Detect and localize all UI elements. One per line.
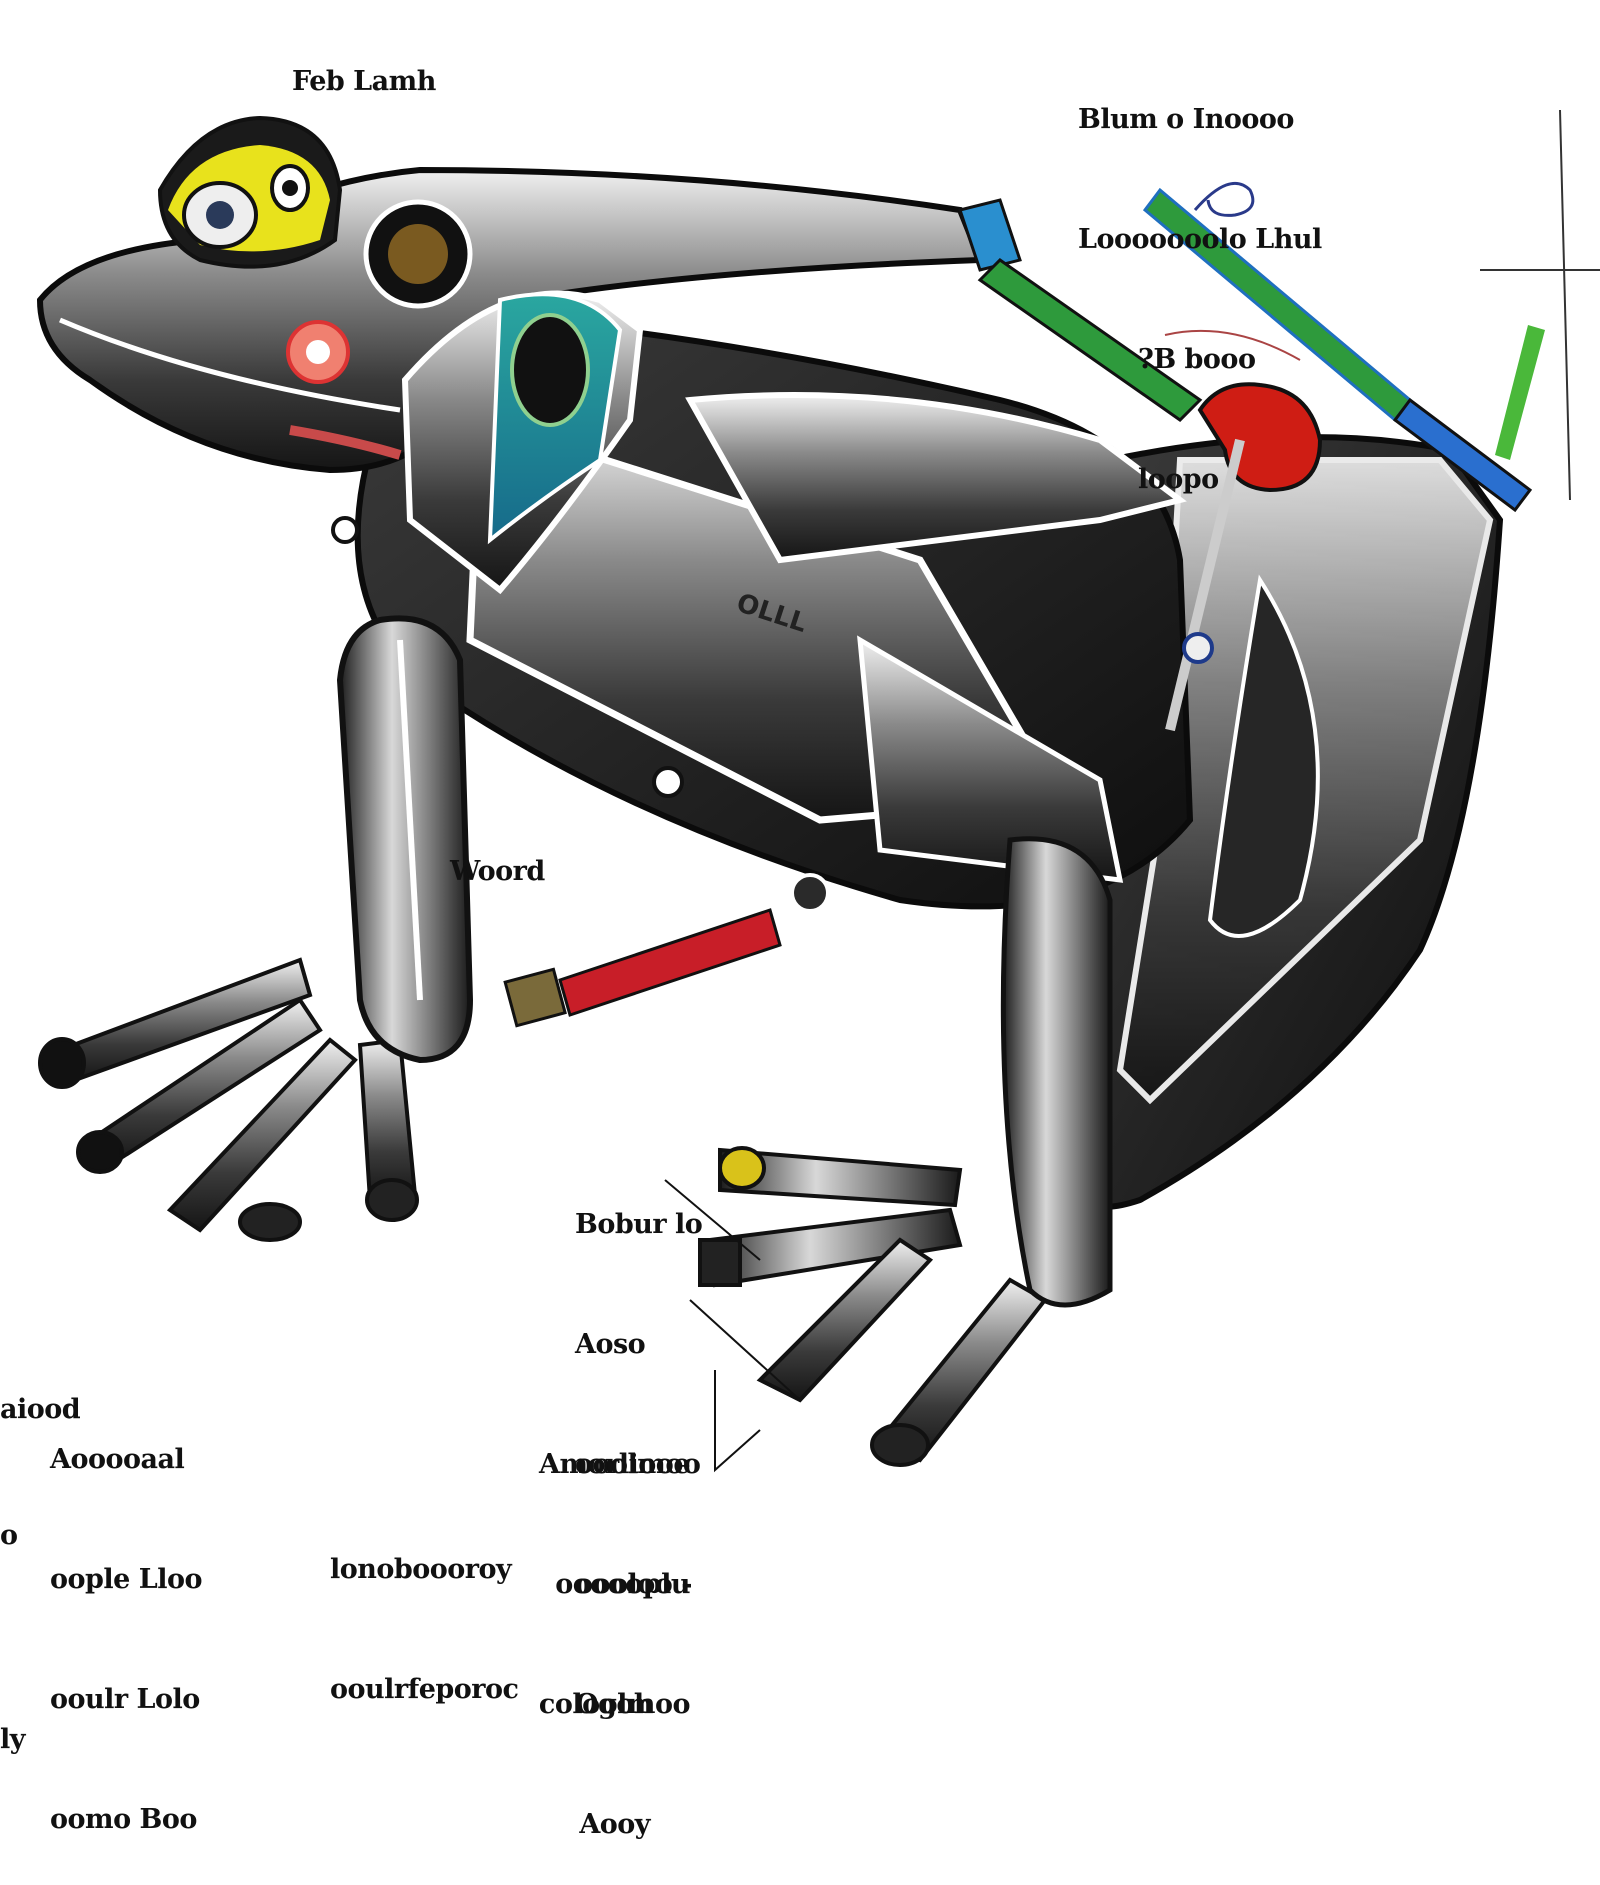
label-line: ooulr Lolo [50, 1684, 200, 1715]
hind-foot-toes [698, 1146, 1048, 1467]
label-line: loopo [1138, 464, 1219, 495]
frog-illustration: OLLL [36, 109, 1600, 1473]
label-line: o [0, 1520, 18, 1551]
frog-head [36, 115, 985, 544]
label-line: aiood [0, 1394, 81, 1425]
label-middle: Woord [450, 856, 545, 887]
label-top-right: Blum o Inoooo Looooooolo Lhul ?B booo lo… [1078, 20, 1322, 540]
label-line: Aoso [575, 1329, 646, 1360]
label-line: lonoboooroy [330, 1554, 512, 1585]
label-line: oomo Boo [50, 1804, 197, 1835]
label-line: Bobur lo [575, 1209, 703, 1240]
callout-lines [664, 1179, 801, 1473]
label-line: coloolmoo [538, 1689, 691, 1720]
teal-panel [401, 290, 644, 595]
frog-diagram: OLLL [0, 20, 1600, 1840]
label-line: Aooooaal [50, 1444, 185, 1475]
label-line: oople Lloo [50, 1564, 203, 1595]
label-lower-center: Amorliooe oooooplu coloolmoo Aooy [500, 1365, 691, 1885]
label-line: Looooooolo Lhul [1078, 224, 1322, 255]
label-line: oooooplu [555, 1569, 690, 1600]
label-line: Amorliooe [539, 1449, 690, 1480]
front-foot-toes [38, 957, 419, 1242]
upper-rods [958, 109, 1600, 513]
label-bottom-left: Aooooaal oople Lloo ooulr Lolo oomo Boo [50, 1360, 203, 1880]
red-rod [503, 908, 782, 1028]
thigh [1000, 836, 1113, 1308]
red-ball [1165, 382, 1323, 732]
label-head: Feb Lamh [292, 66, 436, 97]
label-line: oooloo - [575, 1569, 692, 1600]
label-line: ooulrfeporoc [330, 1674, 519, 1705]
label-line: Aooy [579, 1809, 650, 1840]
label-line: ?B booo [1138, 344, 1256, 375]
label-bottom: lonoboooroy ooulrfeporoc [330, 1470, 519, 1750]
front-leg [336, 615, 474, 1064]
label-line: ooolmoo [575, 1449, 701, 1480]
label-line: Blum o Inoooo [1078, 104, 1294, 135]
